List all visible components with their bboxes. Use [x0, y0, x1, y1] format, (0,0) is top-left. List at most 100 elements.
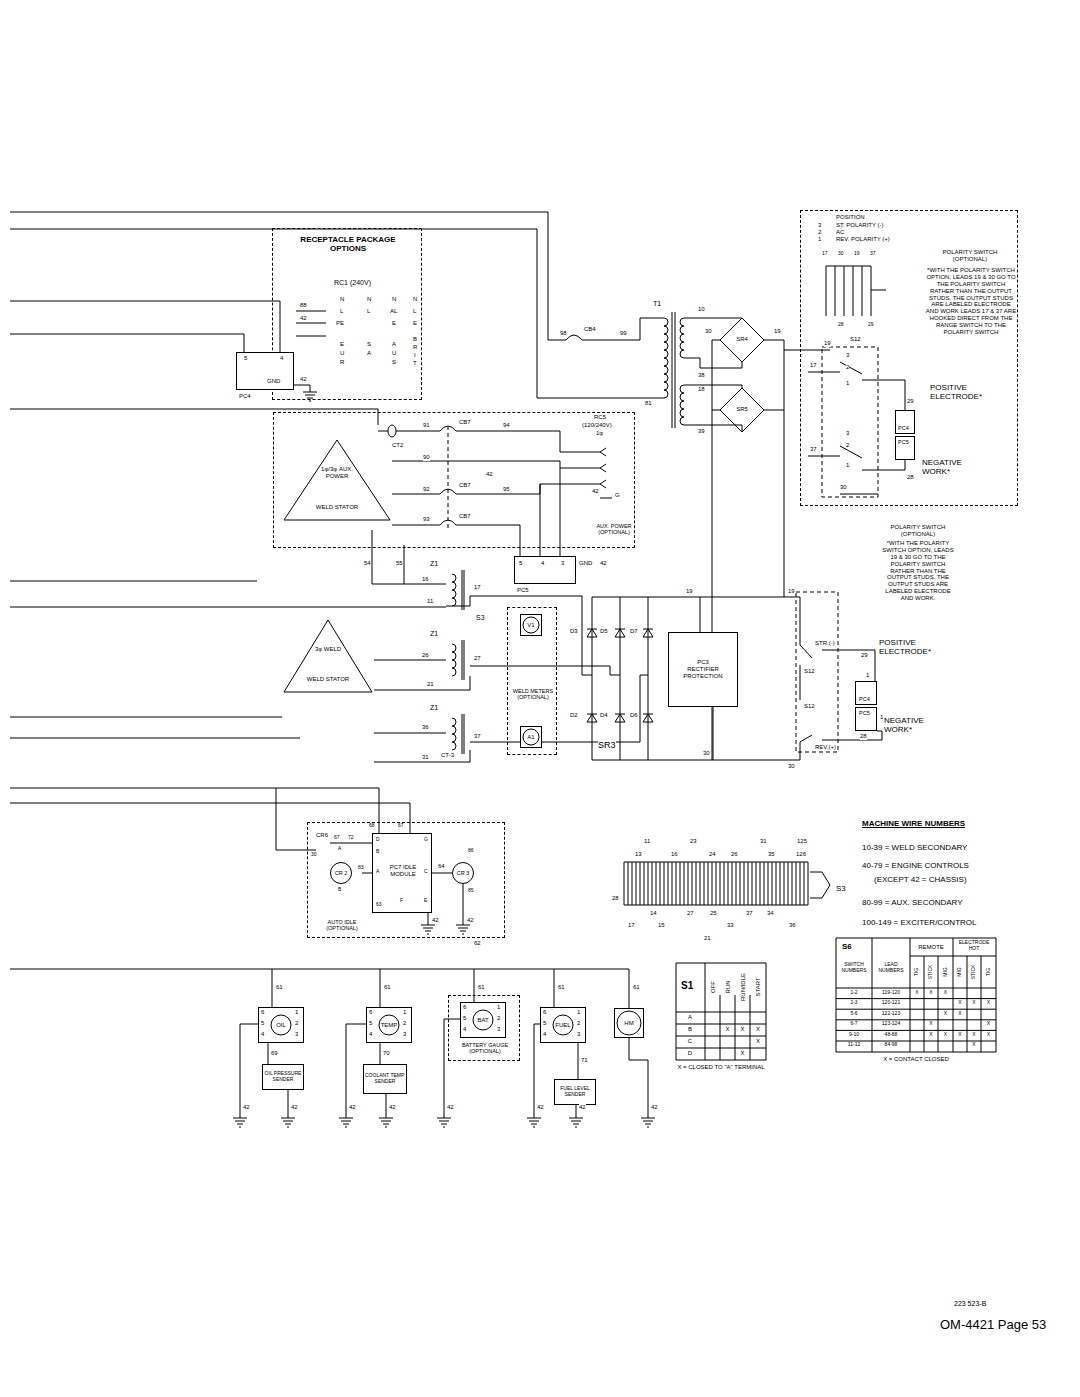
- wire-label: S1: [681, 980, 693, 992]
- component-label: 4: [280, 355, 283, 362]
- wire-label: PE: [336, 320, 344, 327]
- wire-label: X: [958, 1000, 961, 1006]
- wire-label: OFF: [709, 981, 716, 993]
- wire-label: WORK*: [922, 467, 950, 476]
- wire-number: 69: [271, 1050, 278, 1057]
- wire-label: RC1 (240V): [334, 279, 371, 287]
- wire: [840, 446, 862, 458]
- ground-symbol: [281, 1118, 295, 1127]
- wire-label: E: [413, 320, 417, 327]
- component-box: HM: [614, 1008, 644, 1038]
- wire-label: 29: [861, 652, 868, 659]
- wire-label: Z1: [430, 560, 438, 568]
- wire-label: 31: [422, 754, 429, 761]
- component-box: PC3RECTIFIER PROTECTION: [668, 632, 738, 707]
- wire-label: 42: [349, 1104, 356, 1111]
- wire-label: S12: [850, 336, 861, 343]
- wire-label: X: [929, 1021, 932, 1027]
- wire-label: MACHINE WIRE NUMBERS: [862, 819, 965, 828]
- wire: [808, 456, 840, 457]
- diode-symbol: [643, 629, 653, 637]
- wire-label: R: [340, 359, 344, 366]
- wire-label: D3: [570, 628, 578, 635]
- component-box: 3φ WELDWELD STATOR: [282, 618, 374, 694]
- wire-label: 1: [497, 1004, 500, 1011]
- component-label: PC4: [859, 696, 870, 702]
- component-box: RECEPTACLE PACKAGE OPTIONS: [272, 228, 422, 400]
- wire-label: 10-39 = WELD SECONDARY: [862, 843, 967, 852]
- wire-label: 40-79 = ENGINE CONTROLS: [862, 861, 969, 870]
- wire-label: N: [413, 296, 417, 303]
- wire-label: 30: [840, 484, 847, 491]
- wire: [700, 597, 701, 632]
- wire: [576, 1105, 577, 1118]
- stator-winding: [284, 620, 372, 692]
- wire-label: 19: [686, 588, 693, 595]
- wire-label: 6: [543, 1009, 546, 1016]
- wire-label: 126: [796, 851, 806, 858]
- component-label: PC7 IDLE MODULE: [385, 864, 421, 878]
- wire-label: REV.(+): [815, 744, 836, 751]
- wire-label: 42: [537, 1104, 544, 1111]
- meter-circle: [523, 617, 539, 633]
- wire: [840, 362, 862, 374]
- wire-label: S12: [804, 668, 815, 675]
- wire-label: 17: [474, 584, 481, 591]
- wire: [462, 640, 463, 680]
- component-label: PC5: [517, 587, 529, 594]
- wire-label: 120-121: [882, 1000, 900, 1006]
- wire-label: 24: [709, 851, 716, 858]
- wire-label: 4: [543, 1031, 546, 1038]
- ground-symbol: [379, 1118, 393, 1127]
- wire-label: X: [958, 1011, 961, 1017]
- wire-label: 3: [403, 1031, 406, 1038]
- wire-label: 21: [704, 935, 711, 942]
- wire-label: 6: [261, 1009, 264, 1016]
- wire-label: 15: [658, 922, 665, 929]
- wire-label: 21: [427, 681, 434, 688]
- wire: [470, 675, 648, 742]
- wire-label: 6-7: [850, 1021, 857, 1027]
- wire: [862, 380, 905, 410]
- wire: [272, 969, 273, 1007]
- component-box: PC5: [855, 707, 877, 731]
- component-label: AUX. POWER (OPTIONAL): [594, 523, 634, 536]
- wire-label: 81: [645, 400, 652, 407]
- wire: [294, 385, 310, 392]
- wire-label: 19: [774, 328, 781, 335]
- wire-label: U: [340, 350, 344, 357]
- wire: [560, 468, 561, 556]
- wire-label: 68: [369, 823, 375, 829]
- wire-label: B: [338, 887, 341, 893]
- wire-label: 61: [558, 984, 565, 991]
- wire-label: 4: [463, 1026, 466, 1033]
- component-label: PC4: [898, 425, 909, 431]
- component-box: POLARITY SWITCH (OPTIONAL)*WITH THE POLA…: [800, 210, 1018, 506]
- wire-label: X = CLOSED TO "A" TERMINAL: [676, 1064, 766, 1071]
- wire-label: 30: [838, 251, 844, 257]
- current-transformer: [388, 425, 396, 437]
- wire: [428, 913, 429, 925]
- component-box: COOLANT TEMP. SENDER: [363, 1064, 407, 1094]
- wire-label: LEAD NUMBERS: [873, 962, 909, 974]
- wire-label: 80-99 = AUX. SECONDARY: [862, 898, 963, 907]
- meter-circle: [473, 1010, 493, 1030]
- wire: [392, 525, 440, 526]
- wire-label: 83: [358, 865, 364, 871]
- wire-label: 55: [396, 560, 403, 567]
- component-label: BAT: [477, 1017, 488, 1024]
- wire-label: 19: [824, 340, 831, 347]
- wire-label: 30: [788, 763, 795, 770]
- wire: [392, 494, 440, 495]
- wire-label: 28: [838, 322, 844, 328]
- wire-label: ST. POLARITY (-): [836, 222, 884, 229]
- wire-label: 5: [543, 1020, 546, 1027]
- wire-label: 42: [579, 1104, 586, 1111]
- wire-label: 1: [295, 1009, 298, 1016]
- wire: [444, 1019, 460, 1118]
- wire-label: X: [987, 1000, 990, 1006]
- wire: [554, 969, 555, 1007]
- wire-label: 1-2: [850, 990, 857, 996]
- ground-symbol: [437, 1118, 451, 1127]
- component-label: GND: [579, 560, 592, 567]
